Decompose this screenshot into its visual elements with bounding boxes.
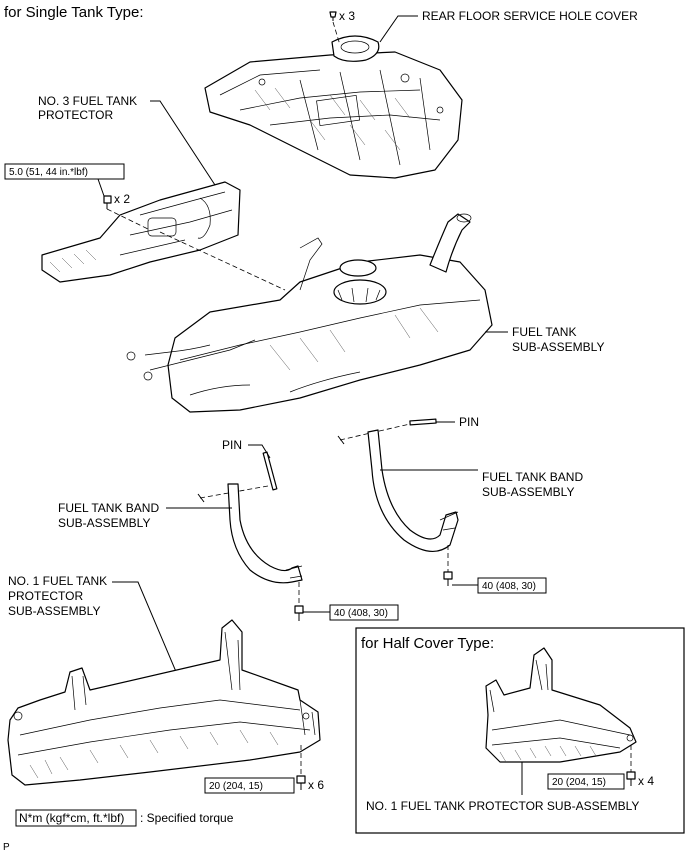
no3-torque-leader [97, 178, 105, 197]
corner-mark: P [3, 842, 10, 853]
no3-torque-box [4, 163, 125, 180]
bolt-icon [443, 571, 453, 586]
pin-left-leader [248, 444, 271, 459]
rear-floor-service-hole-cover [331, 35, 380, 62]
band-right-torque-value: 40 (408, 30) [482, 581, 536, 592]
pin-right [409, 418, 437, 426]
pin-left-end-mark [197, 493, 205, 503]
fuel-tank-label-line1: FUEL TANK [512, 325, 576, 339]
rear-floor-cover-label: REAR FLOOR SERVICE HOLE COVER [422, 9, 638, 23]
no3-bolt-quantity: x 2 [114, 192, 130, 206]
bolt-icon [294, 605, 304, 621]
no1-fuel-tank-protector [7, 619, 321, 786]
half-cover-bolt-quantity: x 4 [638, 774, 654, 788]
half-cover-torque-box [547, 773, 625, 790]
pin-right-label: PIN [459, 415, 479, 429]
no1-bolt-quantity: x 6 [308, 778, 324, 792]
pin-left [262, 451, 278, 491]
half-cover-inset-frame [355, 627, 685, 834]
cover-clip-quantity: x 3 [339, 9, 355, 23]
fuel-tank-sub-assembly [126, 213, 493, 413]
no3-to-tank-axis-line [159, 231, 286, 291]
bolt-icon [103, 195, 112, 209]
band-left-torque-value: 40 (408, 30) [334, 608, 388, 619]
single-tank-header: for Single Tank Type: [4, 4, 144, 21]
fuel-tank-band-left [227, 483, 303, 584]
half-cover-torque-value: 20 (204, 15) [552, 777, 606, 788]
half-cover-header: for Half Cover Type: [361, 635, 494, 652]
no1-protector-label-line2: PROTECTOR [8, 589, 83, 603]
rear-floor-panel [204, 51, 463, 179]
band-right-label-line2: SUB-ASSEMBLY [482, 485, 574, 499]
no1-torque-value: 20 (204, 15) [209, 781, 263, 792]
no1-protector-leader-line [112, 581, 189, 701]
no1-protector-label-line1: NO. 1 FUEL TANK [8, 574, 107, 588]
legend-unit-box [15, 809, 137, 827]
pin-right-end-mark [337, 435, 345, 445]
legend-unit-text: N*m (kgf*cm, ft.*lbf) [19, 811, 124, 825]
cover-clip-axis-line [332, 21, 341, 46]
bolt-icon [626, 771, 636, 786]
band-left-label-line1: FUEL TANK BAND [58, 501, 159, 515]
half-cover-part-label: NO. 1 FUEL TANK PROTECTOR SUB-ASSEMBLY [366, 799, 639, 813]
band-left-label-line2: SUB-ASSEMBLY [58, 516, 150, 530]
no3-protector-leader-line [150, 100, 216, 186]
bolt-icon [296, 775, 306, 790]
clip-icon [329, 11, 337, 21]
pin-left-label: PIN [222, 438, 242, 452]
no3-torque-value: 5.0 (51, 44 in.*lbf) [9, 167, 88, 178]
no1-protector-label-line3: SUB-ASSEMBLY [8, 604, 100, 618]
band-right-label-line1: FUEL TANK BAND [482, 470, 583, 484]
fuel-tank-band-right [367, 429, 459, 552]
no3-protector-label-line1: NO. 3 FUEL TANK [38, 94, 137, 108]
no3-protector-label-line2: PROTECTOR [38, 108, 113, 122]
legend-description: : Specified torque [140, 811, 234, 825]
cover-leader-line [379, 15, 418, 43]
no1-torque-box [204, 777, 295, 794]
no3-fuel-tank-protector [41, 181, 241, 283]
no1-fuel-tank-protector-half-cover [485, 647, 637, 763]
fuel-tank-label-line2: SUB-ASSEMBLY [512, 340, 604, 354]
